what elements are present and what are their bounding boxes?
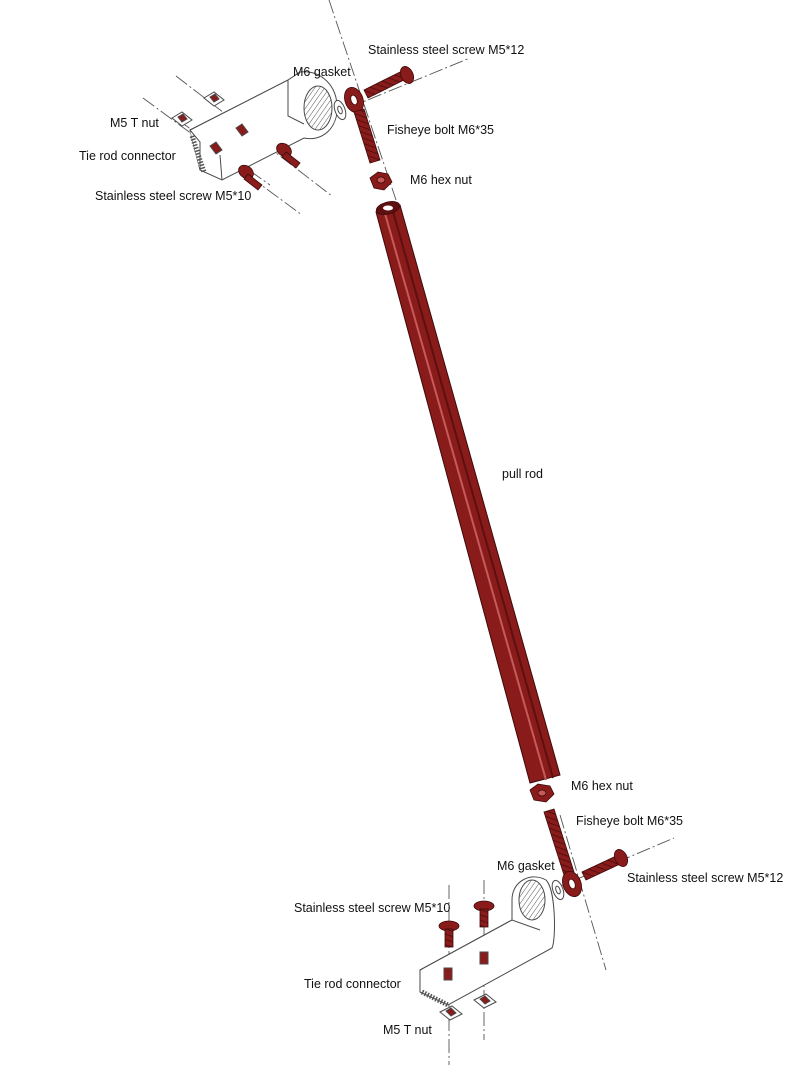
- top-m6-gasket: [333, 99, 347, 121]
- top-fisheye-bolt: [344, 87, 381, 164]
- label-top-hex-nut: M6 hex nut: [410, 173, 472, 187]
- label-pull-rod: pull rod: [502, 467, 543, 481]
- label-top-t-nut: M5 T nut: [110, 116, 159, 130]
- top-tie-rod-connector: [189, 71, 338, 181]
- bottom-t-nut-1: [439, 1005, 463, 1021]
- top-screw-m5-10-b: [238, 164, 263, 191]
- pull-rod: [375, 201, 561, 784]
- bottom-screw-m5-10-a: [438, 920, 460, 948]
- bottom-tie-rod-connector: [419, 876, 555, 1008]
- top-m6-hex-nut: [369, 171, 393, 191]
- label-top-screw-m5-12: Stainless steel screw M5*12: [368, 43, 525, 57]
- top-t-nut-2: [171, 111, 193, 127]
- bottom-t-nut-2: [473, 993, 497, 1009]
- top-t-nut-1: [203, 91, 225, 107]
- label-top-gasket: M6 gasket: [293, 65, 351, 79]
- label-bottom-screw-m5-12: Stainless steel screw M5*12: [627, 871, 784, 885]
- label-bottom-screw-m5-10: Stainless steel screw M5*10: [294, 901, 451, 915]
- label-bottom-gasket: M6 gasket: [497, 859, 555, 873]
- bottom-fisheye-bolt: [543, 808, 582, 897]
- bottom-m6-hex-nut: [529, 783, 555, 803]
- label-bottom-connector: Tie rod connector: [304, 977, 401, 991]
- label-top-screw-m5-10: Stainless steel screw M5*10: [95, 189, 252, 203]
- bottom-screw-m5-10-b: [473, 900, 495, 928]
- label-top-connector: Tie rod connector: [79, 149, 176, 163]
- top-screw-m5-12: [363, 66, 415, 99]
- bottom-m6-gasket: [551, 879, 565, 901]
- top-screw-m5-10-a: [276, 142, 301, 169]
- bottom-screw-m5-12: [581, 849, 629, 881]
- label-bottom-fisheye: Fisheye bolt M6*35: [576, 814, 684, 828]
- label-bottom-t-nut: M5 T nut: [383, 1023, 432, 1037]
- label-bottom-hex-nut: M6 hex nut: [571, 779, 633, 793]
- label-top-fisheye: Fisheye bolt M6*35: [387, 123, 495, 137]
